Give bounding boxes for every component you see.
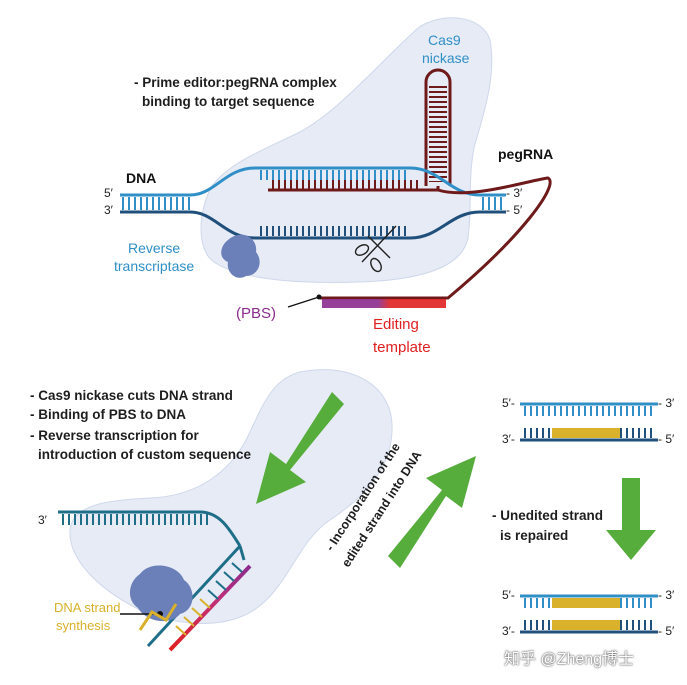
het-three-right: - 3′ xyxy=(658,396,675,410)
pbs-label: (PBS) xyxy=(236,305,277,322)
het-five: 5′- xyxy=(502,396,515,410)
yellow-pairs xyxy=(138,603,178,631)
edit-three: 3′- xyxy=(502,624,515,638)
edit-three-right: - 3′ xyxy=(658,588,675,602)
synthesis-label-2: synthesis xyxy=(56,618,111,633)
pegrna-label: pegRNA xyxy=(498,146,554,162)
editing-label-1: Editing xyxy=(373,316,419,333)
target-dna xyxy=(120,166,506,240)
three-prime-left: 3′ xyxy=(104,203,113,217)
caption-line-1: - Prime editor:pegRNA complex xyxy=(134,75,337,90)
scissors-icon xyxy=(354,225,397,273)
cut-dna xyxy=(58,510,246,648)
three-prime-right: - 3′ xyxy=(506,186,523,200)
rt-label-2: transcriptase xyxy=(114,258,195,274)
watermark: 知乎 @Zheng博士 xyxy=(504,651,635,668)
cas9-label-2: nickase xyxy=(422,50,470,66)
caption-line-2: binding to target sequence xyxy=(142,94,315,109)
step-text-1: - Cas9 nickase cuts DNA strand xyxy=(30,388,233,403)
arrow-step-2 xyxy=(388,456,476,568)
arrow-step-3 xyxy=(606,478,656,560)
het-five-right: - 5′ xyxy=(658,432,675,446)
five-prime-left: 5′ xyxy=(104,186,113,200)
pegrna-hairpin xyxy=(424,68,452,186)
step-text-2: - Binding of PBS to DNA xyxy=(30,407,186,422)
reverse-transcriptase-shape-lower xyxy=(129,565,193,622)
rt-label-1: Reverse xyxy=(128,240,181,256)
dna-label: DNA xyxy=(126,170,157,186)
base-pairs-lower xyxy=(175,562,243,636)
step-text-3: - Reverse transcription for xyxy=(30,428,199,443)
edit-five-right: - 5′ xyxy=(658,624,675,638)
cas9-label-1: Cas9 xyxy=(428,32,461,48)
dna-edited xyxy=(520,594,658,634)
dna-heteroduplex xyxy=(520,402,658,442)
reverse-transcriptase-shape xyxy=(221,234,260,278)
cas9-nickase-shape xyxy=(200,17,493,283)
repair-label-1: - Unedited strand xyxy=(492,508,604,523)
three-prime-lower: 3′ xyxy=(38,513,47,527)
synthesis-label-1: DNA strand xyxy=(54,600,121,615)
edit-five: 5′- xyxy=(502,588,515,602)
pegrna-strand xyxy=(268,176,552,308)
editing-label-2: template xyxy=(373,339,431,356)
het-three: 3′- xyxy=(502,432,515,446)
repair-label-2: is repaired xyxy=(500,528,569,543)
arrow-step-1 xyxy=(256,392,344,504)
five-prime-right: - 5′ xyxy=(506,203,523,217)
step-text-4: introduction of custom sequence xyxy=(38,447,252,462)
